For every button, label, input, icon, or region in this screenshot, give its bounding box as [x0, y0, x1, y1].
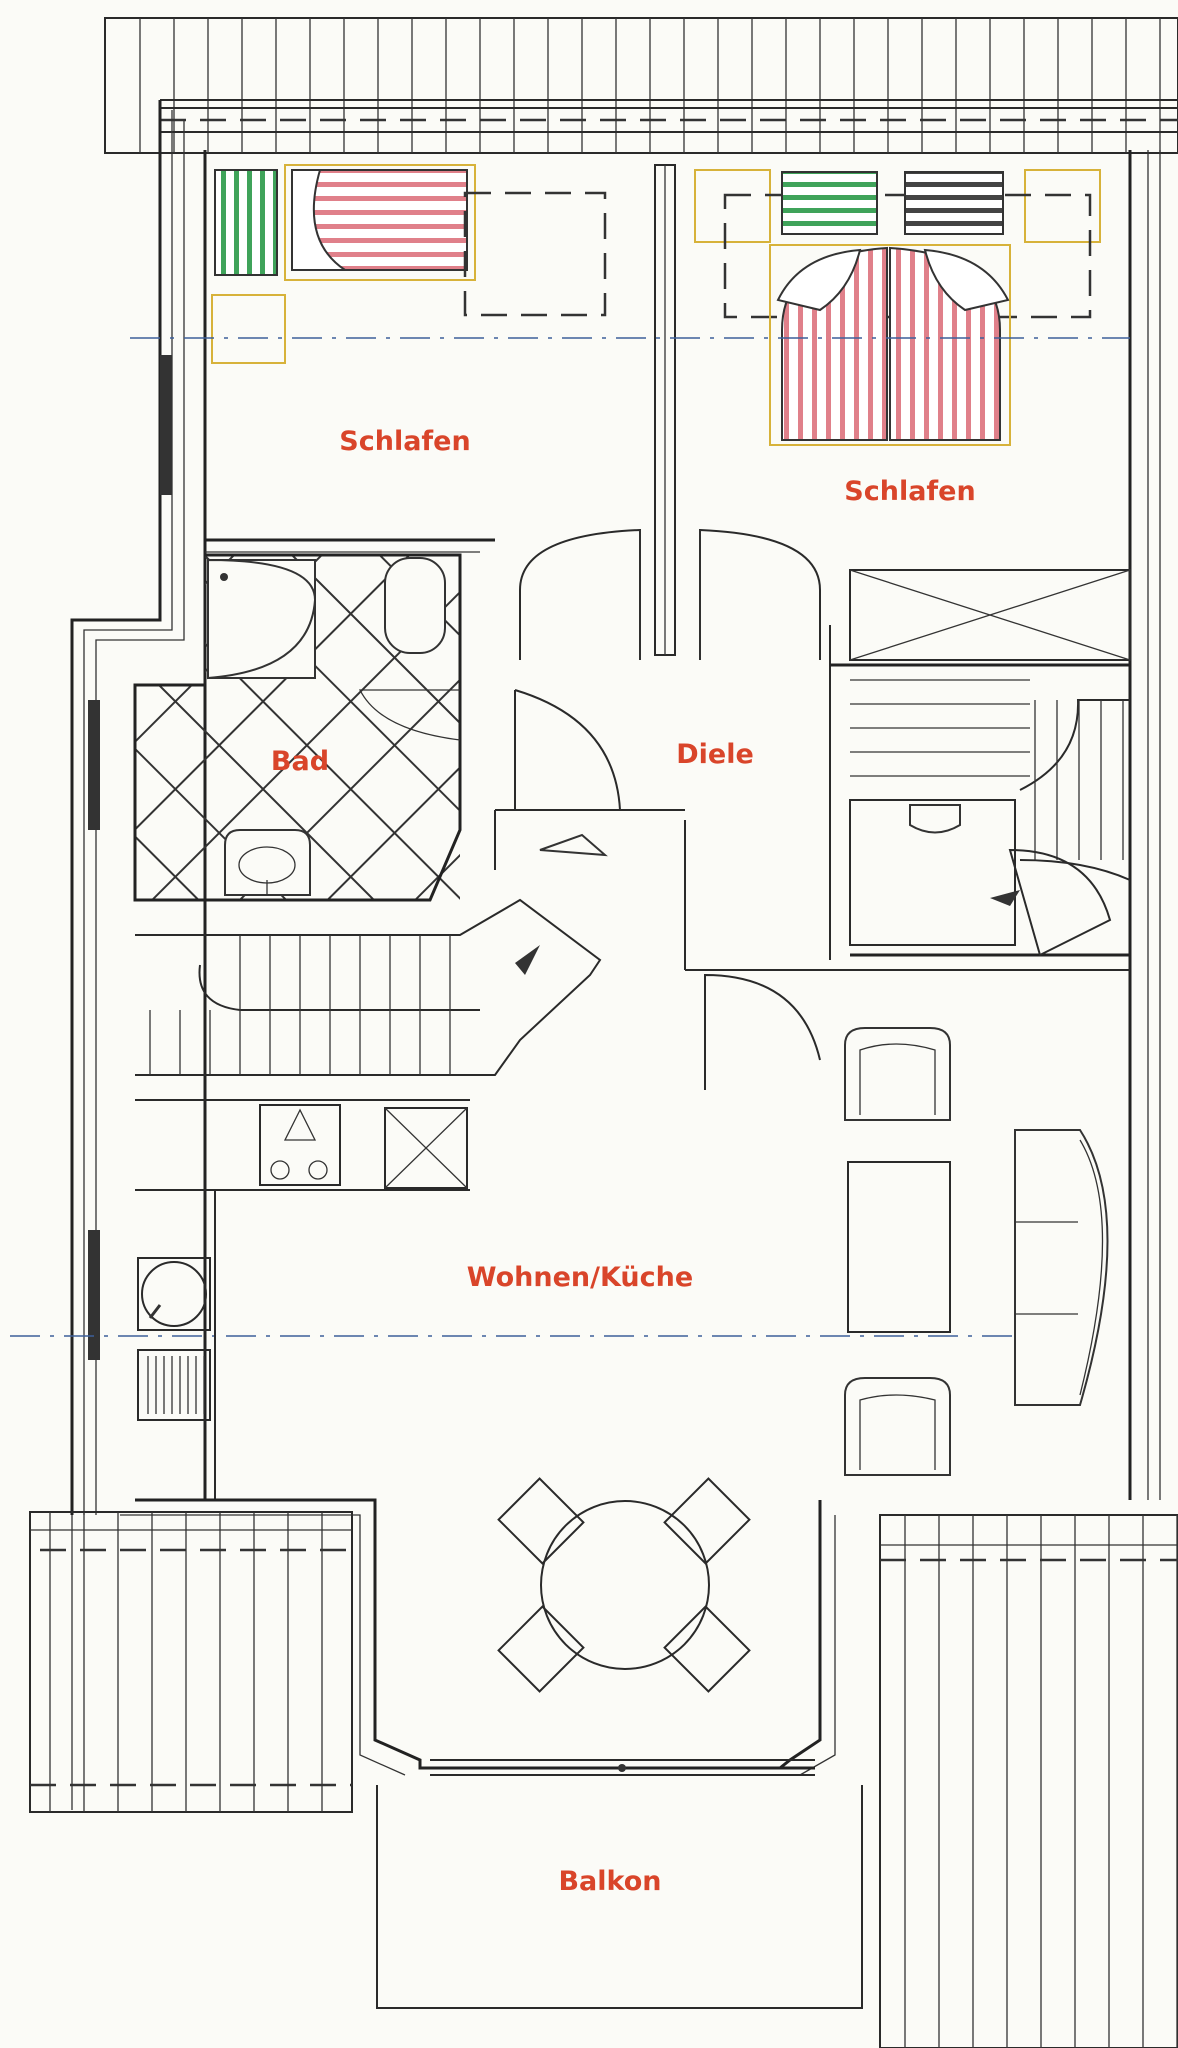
bedroom-right: Schlafen [694, 169, 1101, 507]
coffee-table [847, 1161, 951, 1333]
staircase-left [135, 898, 602, 1076]
stove [259, 1104, 341, 1186]
dining-table [540, 1500, 710, 1670]
washbasin [224, 829, 311, 896]
staircase-right [830, 569, 1131, 957]
stair-arrow-icon [539, 833, 608, 857]
dining-chair [663, 1605, 751, 1693]
roof-bottom-left [29, 1511, 353, 1813]
stair-arrow-left-icon [515, 945, 540, 975]
roof-top [104, 17, 1178, 154]
balcony: Balkon [376, 1785, 863, 2009]
room-label-balkon: Balkon [558, 1866, 661, 1897]
pillow-dark [904, 171, 1004, 235]
room-label-schlafen-right: Schlafen [844, 476, 975, 507]
roof-bottom-right [879, 1514, 1178, 2048]
stair-arrow-right-icon [990, 890, 1020, 906]
living-room: Wohnen/Küche [467, 969, 1130, 1693]
bathroom: Bad [133, 553, 462, 902]
dining-chair [663, 1477, 751, 1565]
room-label-bad: Bad [271, 746, 329, 777]
toilet [384, 557, 446, 654]
armchair-top [844, 1027, 951, 1121]
room-label-wohnen-kueche: Wohnen/Küche [467, 1262, 693, 1293]
kitchen [135, 1099, 470, 1500]
fridge [384, 1107, 468, 1189]
drainboard [137, 1349, 211, 1421]
pillow-green [781, 171, 878, 235]
nightstand-green [214, 169, 278, 276]
partition-bedrooms [654, 164, 676, 656]
dining-chair [497, 1477, 585, 1565]
wc-room [849, 799, 1016, 946]
bedroom-left: Schlafen [205, 164, 607, 553]
lower-walls [120, 1498, 836, 1776]
dining-chair [497, 1605, 585, 1693]
sink-round [141, 1261, 207, 1327]
armchair-bottom [844, 1377, 951, 1476]
hall: Diele [494, 528, 831, 970]
room-label-schlafen-left: Schlafen [339, 426, 470, 457]
sofa [1014, 1129, 1109, 1406]
room-label-diele: Diele [676, 739, 754, 770]
wc-basin [909, 804, 961, 834]
